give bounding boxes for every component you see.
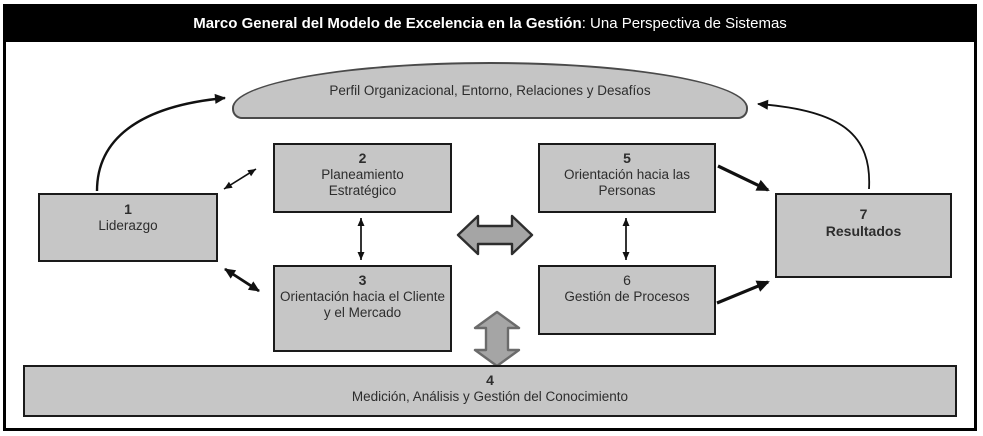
box-resultados-label: Resultados [825, 223, 902, 239]
perfil-banner-label: Perfil Organizacional, Entorno, Relacion… [329, 83, 651, 98]
box-medicion-analisis: 4 Medición, Análisis y Gestión del Conoc… [23, 365, 957, 417]
box-cliente-label: Orientación hacia el Cliente y el Mercad… [279, 289, 446, 320]
diagram-title: Marco General del Modelo de Excelencia e… [193, 15, 787, 32]
box-procesos-label: Gestión de Procesos [564, 289, 690, 304]
box-liderazgo: 1 Liderazgo [38, 193, 218, 262]
box-personas-label: Orientación hacia las Personas [563, 167, 691, 198]
box-resultados-number: 7 [859, 206, 868, 222]
box-resultados: 7 Resultados [775, 193, 952, 278]
title-bar: Marco General del Modelo de Excelencia e… [3, 4, 977, 42]
diagram-title-main: Marco General del Modelo de Excelencia e… [193, 14, 582, 32]
diagram-title-suffix: : Una Perspectiva de Sistemas [581, 14, 787, 32]
box-medicion-label: Medición, Análisis y Gestión del Conocim… [351, 389, 629, 404]
box-gestion-procesos: 6 Gestión de Procesos [538, 265, 716, 335]
box-liderazgo-label: Liderazgo [98, 218, 158, 233]
box-orientacion-cliente-mercado: 3 Orientación hacia el Cliente y el Merc… [273, 265, 452, 352]
box-orientacion-personas: 5 Orientación hacia las Personas [538, 143, 716, 213]
box-cliente-number: 3 [358, 272, 367, 288]
box-planeamiento-number: 2 [358, 150, 367, 166]
box-procesos-number: 6 [623, 272, 631, 288]
box-planeamiento-label: Planeamiento Estratégico [321, 167, 404, 198]
box-planeamiento-estrategico: 2 Planeamiento Estratégico [273, 143, 452, 213]
box-personas-number: 5 [623, 150, 631, 166]
box-liderazgo-number: 1 [124, 201, 132, 217]
box-medicion-number: 4 [486, 372, 494, 388]
